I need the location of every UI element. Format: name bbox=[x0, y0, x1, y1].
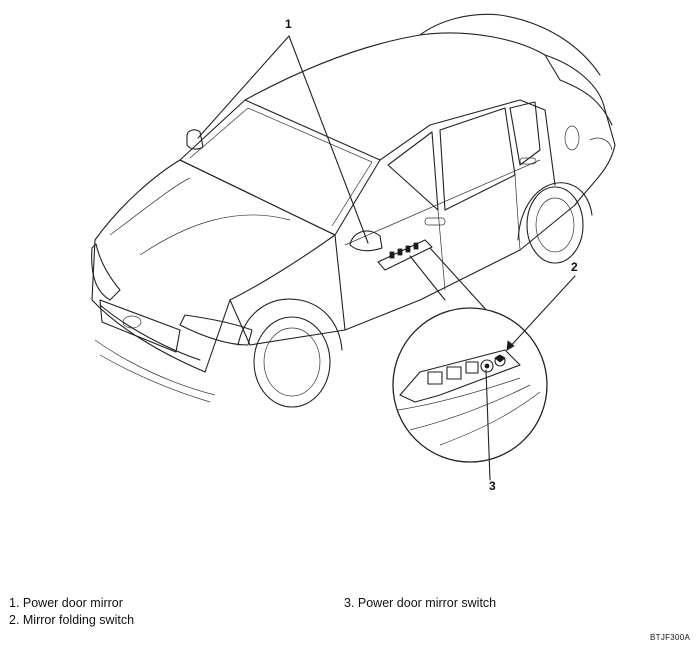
legend-item-2: 2. Mirror folding switch bbox=[9, 613, 135, 627]
callout-3: 3 bbox=[489, 479, 496, 493]
figure-code: BTJF300A bbox=[650, 633, 691, 642]
legend-item-3: 3. Power door mirror switch bbox=[344, 596, 497, 610]
callout-1: 1 bbox=[285, 17, 292, 31]
door-switch-panel bbox=[377, 239, 433, 271]
sedan-outline bbox=[91, 13, 616, 408]
power-door-mirror-left bbox=[186, 129, 204, 150]
power-door-mirror-right bbox=[349, 230, 383, 252]
leader-lines bbox=[197, 35, 576, 481]
legend-item-1: 1. Power door mirror bbox=[9, 596, 123, 610]
callout-2: 2 bbox=[571, 260, 578, 274]
